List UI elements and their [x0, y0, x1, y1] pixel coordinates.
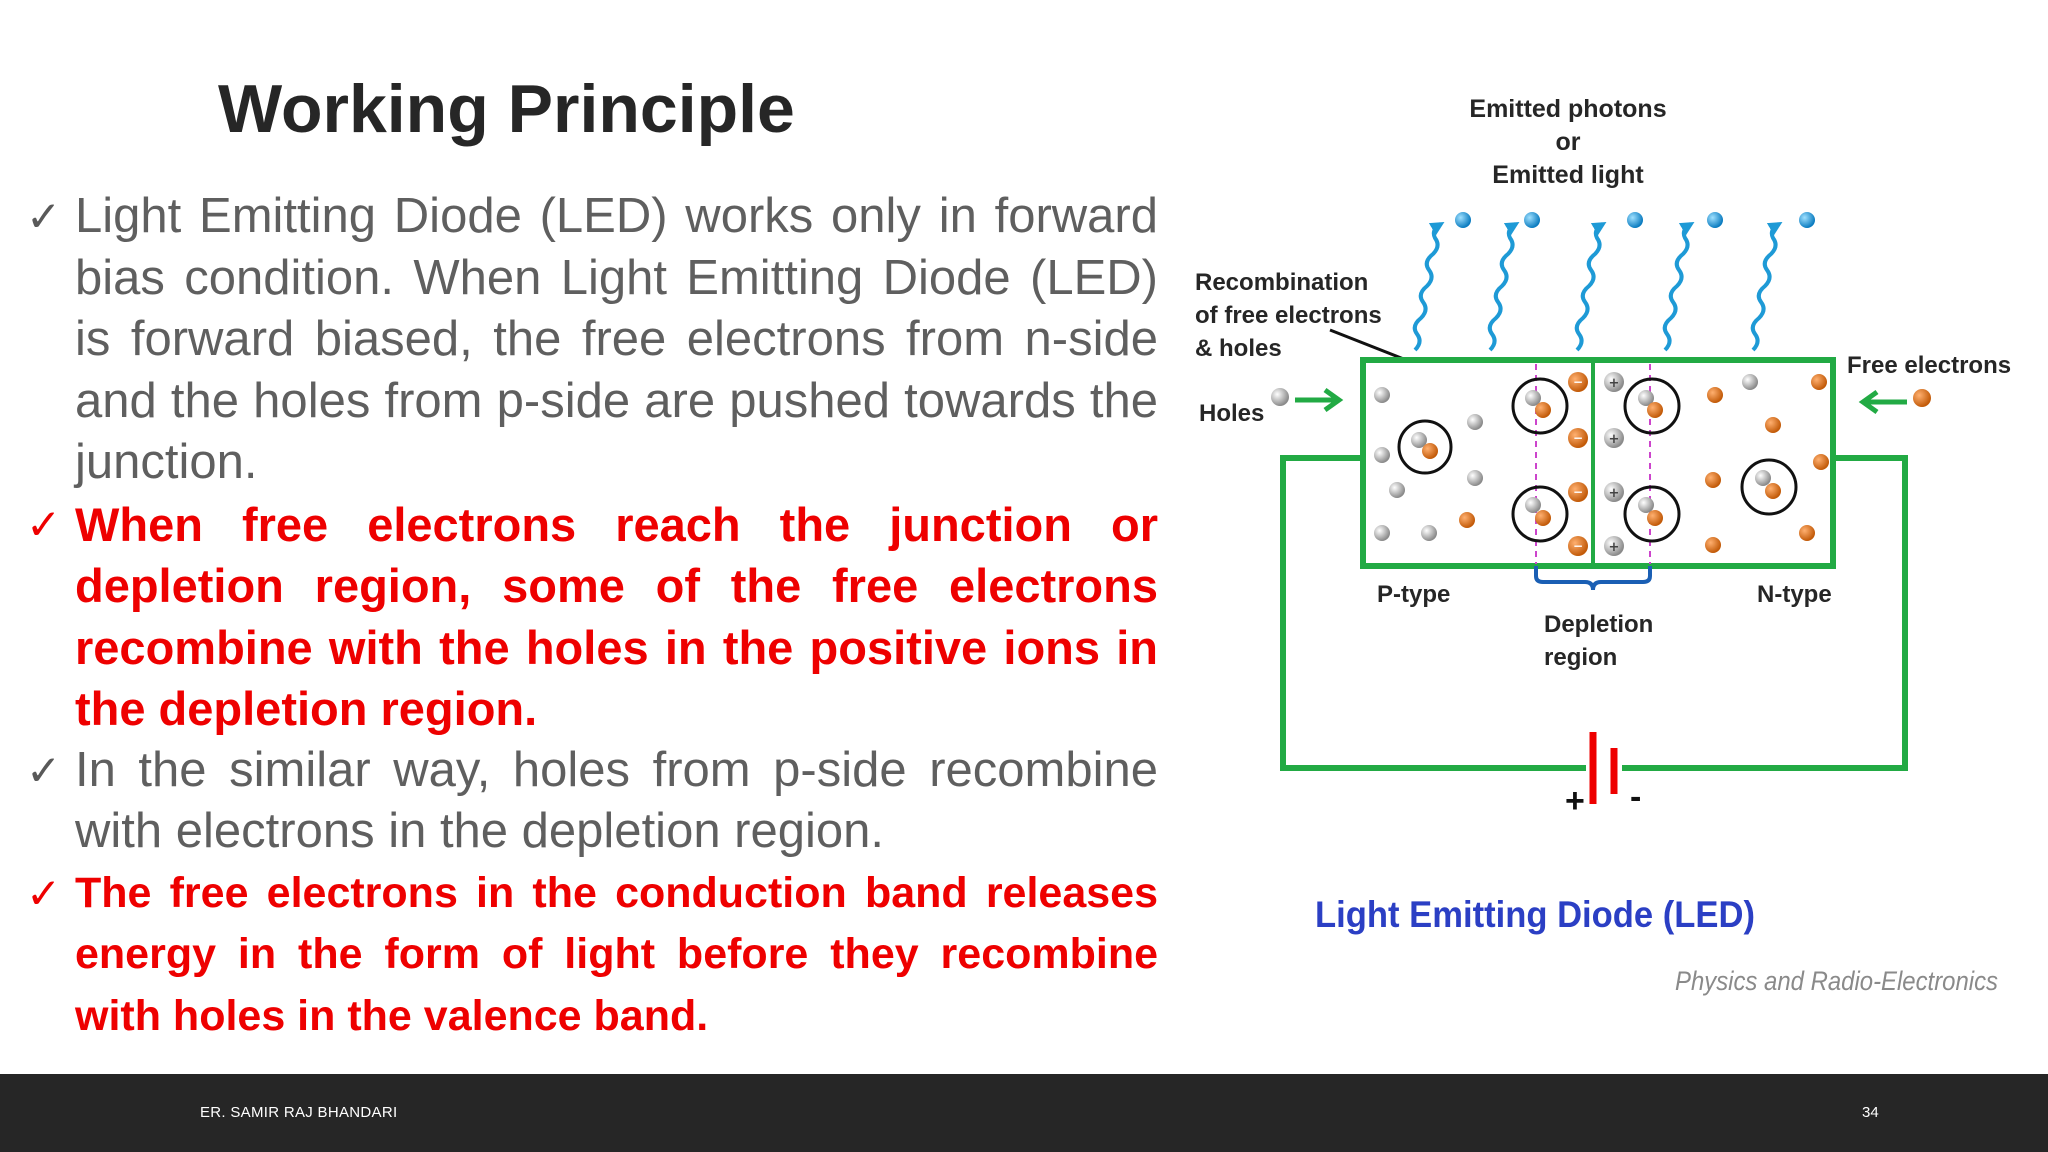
recombination-label-line1: Recombination — [1195, 269, 1368, 296]
photon-label-line2: or — [1556, 128, 1581, 156]
page-number: 34 — [1862, 1104, 1879, 1121]
led-diagram: Emitted photons or Emitted light — [1195, 95, 2011, 996]
depletion-brace — [1534, 566, 1652, 591]
check-icon: ✓ — [26, 745, 62, 795]
photon — [1750, 212, 1815, 352]
check-icon: ✓ — [26, 868, 62, 918]
footer-author: ER. SAMIR RAJ BHANDARI — [200, 1104, 398, 1121]
p-side-carriers — [1374, 387, 1483, 541]
svg-text:−: − — [1573, 485, 1583, 499]
battery-icon — [1589, 732, 1618, 804]
check-icon: ✓ — [26, 192, 62, 241]
photon — [1574, 212, 1643, 352]
recombination-label-line3: & holes — [1195, 335, 1282, 362]
footer-bar: ER. SAMIR RAJ BHANDARI 34 — [0, 1074, 2048, 1152]
bullet-text: The free electrons in the conduction ban… — [75, 868, 1158, 1040]
depletion-label-line2: region — [1544, 644, 1617, 671]
bullet-text: When free electrons reach the junction o… — [75, 497, 1158, 736]
hole-incoming — [1271, 388, 1289, 406]
bullet-item: ✓ When free electrons reach the junction… — [26, 494, 1158, 740]
svg-text:+: + — [1609, 432, 1620, 447]
check-icon: ✓ — [26, 499, 62, 549]
bullet-text: In the similar way, holes from p-side re… — [75, 742, 1158, 859]
bullet-item: ✓ Light Emitting Diode (LED) works only … — [26, 186, 1158, 494]
photon-label-line1: Emitted photons — [1469, 95, 1666, 123]
bullet-item: ✓ The free electrons in the conduction b… — [26, 863, 1158, 1048]
bullet-list: ✓ Light Emitting Diode (LED) works only … — [26, 186, 1158, 1047]
photon — [1412, 212, 1471, 352]
photon — [1662, 212, 1723, 352]
recombination-label-line2: of free electrons — [1195, 302, 1382, 329]
depletion-label-line1: Depletion — [1544, 611, 1653, 638]
svg-text:+: + — [1609, 540, 1620, 555]
battery-minus-label: - — [1630, 778, 1641, 816]
svg-text:−: − — [1573, 431, 1583, 445]
svg-text:+: + — [1609, 486, 1620, 501]
bullet-item: ✓ In the similar way, holes from p-side … — [26, 740, 1158, 863]
diagram-credit: Physics and Radio-Electronics — [1675, 966, 1998, 996]
photon — [1487, 212, 1540, 352]
svg-text:−: − — [1573, 539, 1583, 553]
p-type-label: P-type — [1377, 581, 1450, 608]
svg-text:−: − — [1573, 375, 1583, 389]
n-type-label: N-type — [1757, 581, 1832, 608]
n-side-carriers — [1705, 374, 1829, 553]
free-electrons-label: Free electrons — [1847, 352, 2011, 379]
diagram-caption: Light Emitting Diode (LED) — [1315, 894, 1755, 935]
slide-title: Working Principle — [218, 71, 795, 147]
bullet-text: Light Emitting Diode (LED) works only in… — [75, 189, 1158, 489]
depletion-carriers — [1511, 377, 1681, 543]
negative-ions: − − − − — [1568, 372, 1588, 556]
right-arrow-icon — [1295, 387, 1344, 413]
circuit-wire — [1280, 455, 1908, 771]
holes-label: Holes — [1199, 400, 1264, 427]
photon-label-line3: Emitted light — [1492, 161, 1644, 189]
svg-text:+: + — [1609, 376, 1620, 391]
left-arrow-icon — [1858, 389, 1907, 415]
electron-incoming — [1913, 389, 1931, 407]
battery-plus-label: + — [1565, 782, 1585, 820]
positive-ions: + + + + — [1604, 372, 1624, 556]
photon-group — [1412, 212, 1815, 352]
